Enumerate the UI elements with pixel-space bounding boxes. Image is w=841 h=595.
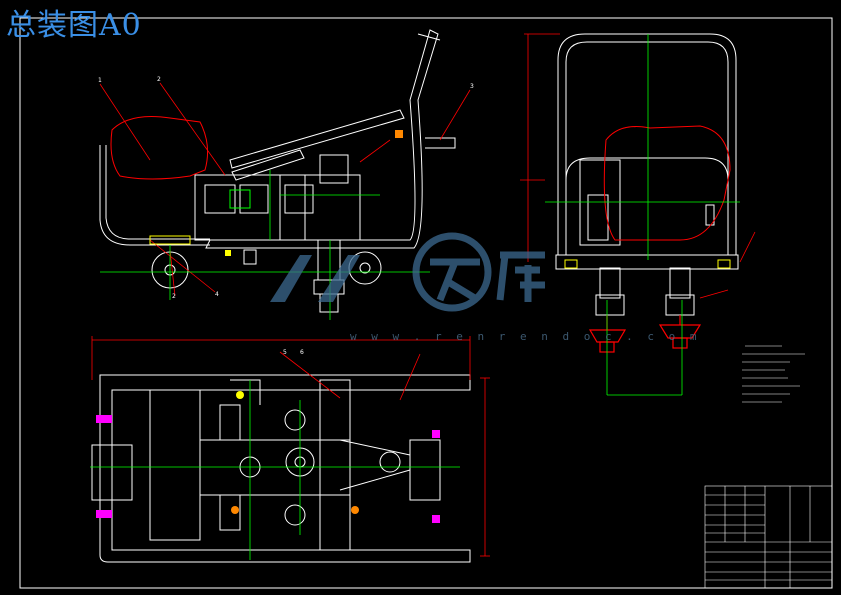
watermark-url: w w w . r e n r e n d o c . c o m bbox=[350, 330, 701, 343]
callout-2b: 2 bbox=[172, 293, 176, 300]
front-fasteners bbox=[149, 130, 403, 256]
callout-3: 3 bbox=[470, 83, 474, 90]
side-engine-outline bbox=[603, 125, 731, 241]
plan-fasteners bbox=[96, 391, 440, 523]
drawing-frame bbox=[19, 17, 833, 589]
callout-4: 4 bbox=[215, 291, 219, 298]
renrendoc-logo bbox=[270, 232, 545, 312]
front-centerlines bbox=[100, 170, 430, 320]
side-fasteners bbox=[564, 259, 731, 269]
callout-1: 1 bbox=[98, 77, 102, 84]
side-dimension bbox=[520, 33, 756, 299]
plan-view bbox=[91, 374, 471, 563]
callout-6: 6 bbox=[300, 349, 304, 356]
side-view bbox=[555, 33, 739, 316]
drawing-title: 总装图A0 bbox=[6, 8, 142, 43]
callout-5: 5 bbox=[283, 349, 287, 356]
plan-dimension bbox=[91, 336, 490, 557]
title-block bbox=[704, 485, 833, 589]
plan-centerlines bbox=[90, 380, 460, 560]
spec-notes bbox=[742, 345, 805, 403]
front-view bbox=[99, 29, 456, 313]
plan-callouts: 5 6 bbox=[283, 349, 304, 356]
front-leaders bbox=[99, 82, 471, 297]
side-centerlines bbox=[545, 34, 740, 396]
callout-2: 2 bbox=[157, 76, 161, 83]
front-callouts: 1 2 3 2 4 bbox=[98, 76, 474, 300]
front-engine-outline bbox=[110, 116, 209, 180]
